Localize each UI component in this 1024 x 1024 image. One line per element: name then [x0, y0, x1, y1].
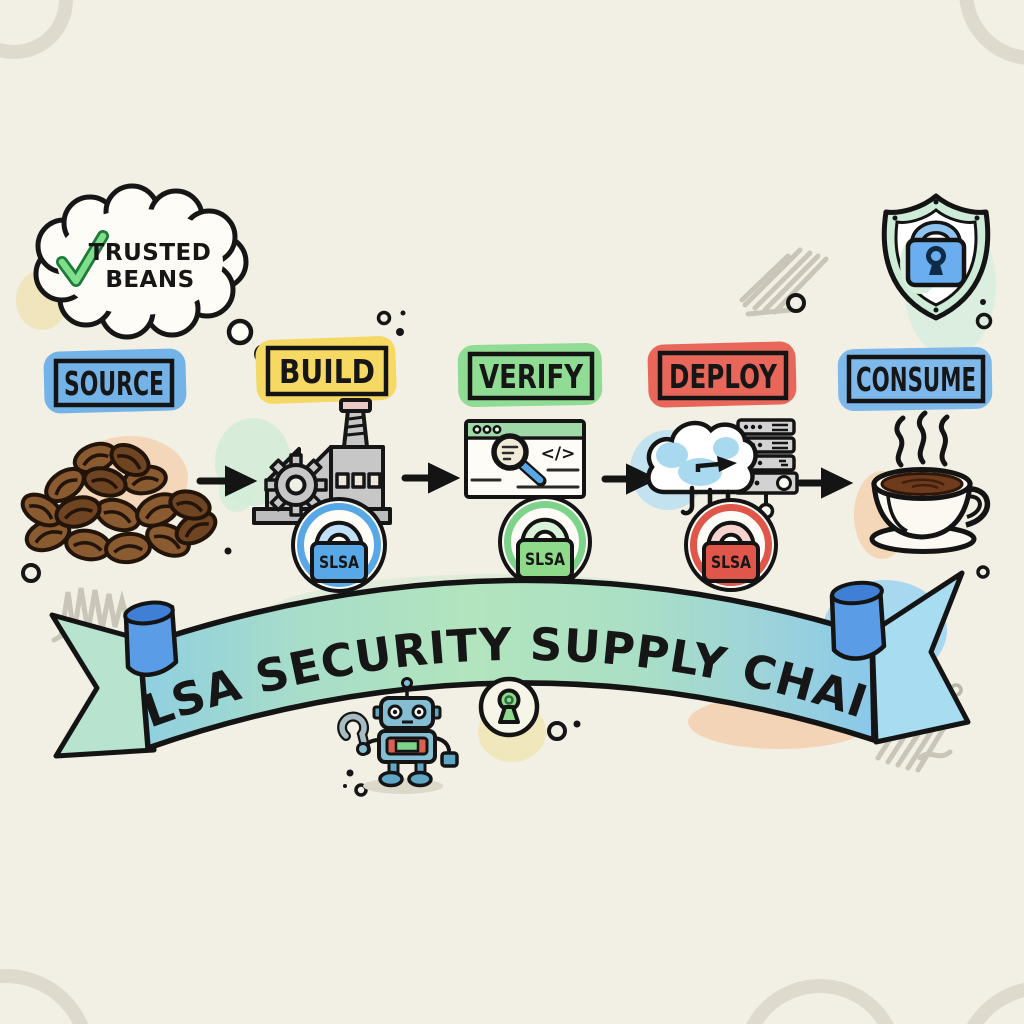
- consume-label-box: [846, 354, 986, 404]
- deploy-label-box: [657, 350, 789, 401]
- consume-label-text: CONSUME: [856, 360, 976, 399]
- slsa-badge-deploy: SLSA: [684, 498, 778, 592]
- magnifier-icon: [491, 433, 547, 487]
- stage-label-consume: CONSUME: [837, 346, 993, 412]
- keyhole-icon: [478, 676, 540, 738]
- flow-arrow-icon-3: [601, 463, 659, 495]
- browser-scan-icon: </>: [464, 419, 586, 499]
- slsa-badge-build: SLSA: [291, 497, 387, 593]
- cloud-servers-icon: [646, 418, 799, 520]
- verify-label-text: VERIFY: [479, 357, 584, 396]
- source-label-box: [53, 358, 175, 408]
- factory-icon: [252, 398, 392, 525]
- slsa-badge-verify: SLSA: [498, 495, 592, 589]
- build-label-text: BUILD: [279, 352, 375, 391]
- checkmark-icon: [56, 230, 109, 287]
- shield-lock-icon: [881, 193, 991, 321]
- flow-arrows: [196, 462, 854, 499]
- stage-label-verify: VERIFY: [457, 343, 603, 407]
- cloud-arrow: [695, 456, 737, 472]
- flow-arrow-icon-4: [796, 467, 854, 499]
- ribbon-fold-right: [829, 580, 887, 661]
- wrench-icon: [337, 711, 371, 755]
- padlock-body: [310, 541, 368, 583]
- coffee-cup-icon: [869, 410, 990, 554]
- flow-arrow-icon-1: [196, 465, 258, 497]
- browser-text-lines: [470, 468, 580, 489]
- gear-icon: [264, 453, 328, 517]
- robot-gripper: [440, 751, 459, 768]
- cloud-icon: [646, 420, 758, 495]
- stage-label-source: SOURCE: [43, 348, 187, 414]
- factory-windows: [335, 472, 382, 489]
- flow-arrow-icon-2: [401, 462, 461, 494]
- verify-label-box: [467, 351, 595, 401]
- padlock-body: [702, 541, 760, 583]
- stage-label-build: BUILD: [255, 336, 397, 404]
- code-symbol: </>: [541, 444, 576, 464]
- slsa-badge-build-text: SLSA: [319, 553, 360, 573]
- slsa-badge-deploy-text: SLSA: [711, 553, 752, 573]
- ribbon-fold-left: [123, 600, 179, 677]
- browser-window-dots: [472, 425, 502, 434]
- ink-dots: [21, 293, 993, 797]
- bubble-text-line1: TRUSTED: [89, 240, 212, 266]
- steam-lines: [894, 410, 950, 468]
- robot-icon: [337, 677, 459, 794]
- build-label-box: [265, 345, 389, 397]
- bubble-trail-dot-1: [226, 318, 254, 346]
- stage-label-deploy: DEPLOY: [647, 341, 797, 408]
- coffee-beans-icon: [20, 441, 218, 565]
- bubble-text-line2: BEANS: [105, 267, 194, 293]
- source-label-text: SOURCE: [64, 364, 164, 403]
- ribbon-band: [137, 577, 877, 751]
- thought-bubble: TRUSTED BEANS: [33, 183, 274, 364]
- slsa-badge-verify-text: SLSA: [525, 550, 566, 570]
- deploy-label-text: DEPLOY: [669, 357, 778, 396]
